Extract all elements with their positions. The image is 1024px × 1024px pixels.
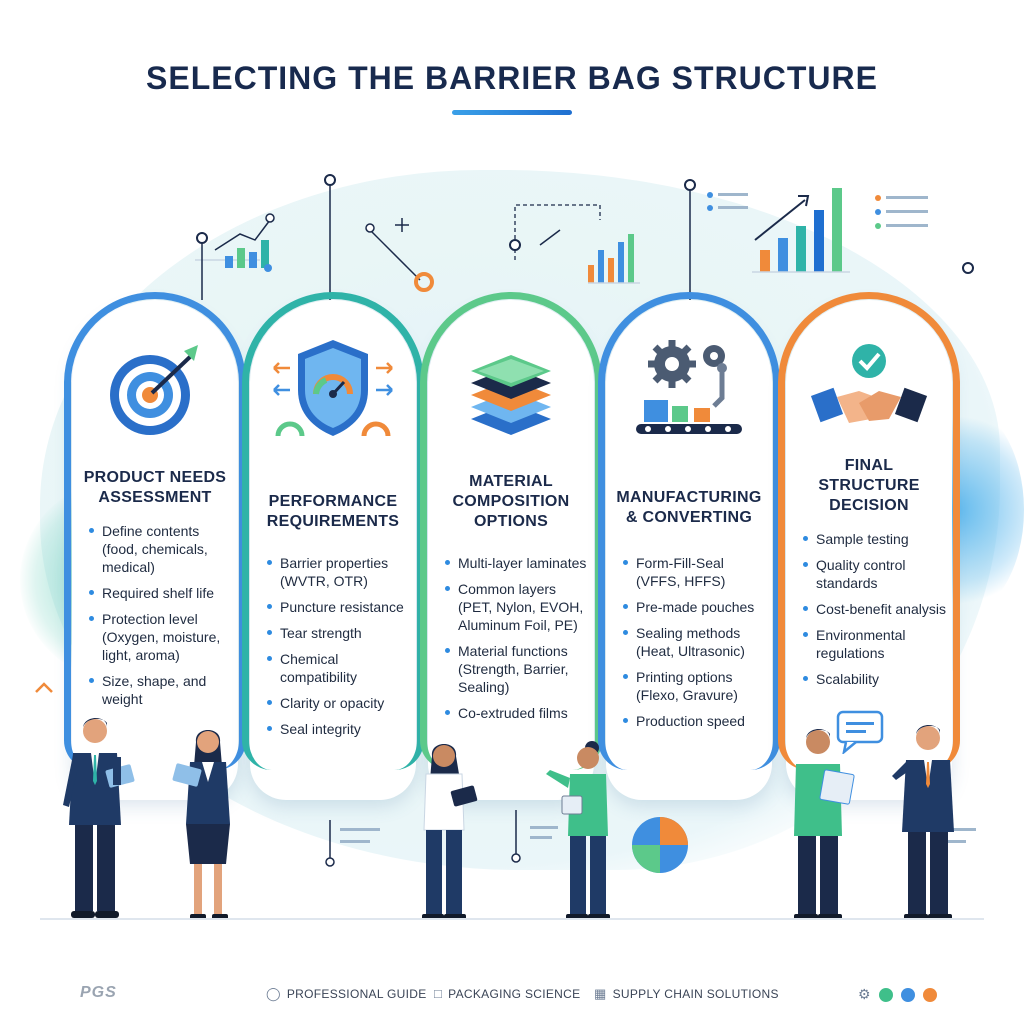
title-underline bbox=[452, 110, 572, 115]
handshake-check-icon bbox=[786, 318, 952, 458]
column-item-list: Form-Fill-Seal (VFFS, HFFS) Pre-made pou… bbox=[622, 554, 768, 738]
column-heading: FINAL STRUCTURE DECISION bbox=[818, 457, 920, 514]
globe-icon: ◯ bbox=[266, 986, 281, 1001]
decorative-network-graphics bbox=[195, 174, 974, 300]
list-item: Printing options (Flexo, Gravure) bbox=[622, 668, 768, 704]
list-item: Chemical compatibility bbox=[266, 650, 412, 686]
woman-with-tablet-figure bbox=[422, 744, 478, 920]
footer: PGS ◯ PROFESSIONAL GUIDE □ PACKAGING SCI… bbox=[0, 980, 1024, 1010]
pie-chart-icon bbox=[632, 817, 688, 873]
layers-icon bbox=[428, 318, 594, 458]
speech-bubble-icon bbox=[836, 710, 884, 754]
check-badge-icon bbox=[852, 344, 886, 378]
list-item: Define contents (food, chemicals, medica… bbox=[88, 522, 234, 576]
list-item: Barrier properties (WVTR, OTR) bbox=[266, 554, 412, 590]
column-item-list: Sample testing Quality control standards… bbox=[802, 530, 948, 696]
color-dot bbox=[900, 987, 915, 1002]
column-heading: MATERIAL COMPOSITION OPTIONS bbox=[452, 473, 570, 530]
footer-item-supply-chain: ▦ SUPPLY CHAIN SOLUTIONS bbox=[594, 986, 779, 1001]
decorative-side-graphics bbox=[35, 682, 976, 873]
list-lines-icon-far-right bbox=[875, 195, 928, 229]
businesswoman-with-tablet-figure bbox=[172, 730, 230, 920]
column-heading: PRODUCT NEEDS ASSESSMENT bbox=[83, 469, 227, 506]
list-item: Cost-benefit analysis bbox=[802, 600, 948, 618]
bar-chart-icon-left bbox=[195, 213, 275, 268]
column-item-list: Barrier properties (WVTR, OTR) Puncture … bbox=[266, 554, 412, 746]
list-item: Environmental regulations bbox=[802, 626, 948, 662]
gear-icon bbox=[648, 340, 696, 388]
factory-gears-icon bbox=[606, 318, 772, 458]
color-dot bbox=[922, 987, 937, 1002]
list-lines-icon-bottom-center bbox=[530, 826, 558, 839]
color-dot bbox=[878, 987, 893, 1002]
ground-line bbox=[40, 918, 984, 920]
page-title: SELECTING THE BARRIER BAG STRUCTURE bbox=[146, 60, 878, 96]
list-item: Co-extruded films bbox=[444, 704, 590, 722]
list-item: Protection level (Oxygen, moisture, ligh… bbox=[88, 610, 234, 664]
network-icon: ▦ bbox=[594, 986, 607, 1001]
list-lines-icon-right bbox=[707, 192, 748, 211]
businessman-gesturing-figure bbox=[892, 725, 954, 920]
list-item: Scalability bbox=[802, 670, 948, 688]
brand-logo: PGS bbox=[80, 984, 117, 1001]
column-heading: MANUFACTURING & CONVERTING bbox=[616, 489, 762, 526]
list-item: Production speed bbox=[622, 712, 768, 730]
column-item-list: Define contents (food, chemicals, medica… bbox=[88, 522, 234, 716]
list-item: Size, shape, and weight bbox=[88, 672, 234, 708]
list-lines-icon-bottom-left bbox=[340, 828, 380, 843]
column-heading: PERFORMANCE REQUIREMENTS bbox=[266, 493, 400, 530]
woman-presenting-figure bbox=[546, 741, 610, 920]
footer-item-professional-guide: ◯ PROFESSIONAL GUIDE bbox=[266, 986, 427, 1001]
column-item-list: Multi-layer laminates Common layers (PET… bbox=[444, 554, 590, 730]
list-item: Common layers (PET, Nylon, EVOH, Aluminu… bbox=[444, 580, 590, 634]
box-icon: □ bbox=[434, 986, 443, 1001]
list-item: Sample testing bbox=[802, 530, 948, 548]
list-item: Tear strength bbox=[266, 624, 412, 642]
target-icon bbox=[72, 318, 238, 458]
list-item: Seal integrity bbox=[266, 720, 412, 738]
list-item: Puncture resistance bbox=[266, 598, 412, 616]
list-item: Quality control standards bbox=[802, 556, 948, 592]
list-lines-icon-bottom-right bbox=[940, 828, 976, 843]
list-item: Pre-made pouches bbox=[622, 598, 768, 616]
footer-item-packaging-science: □ PACKAGING SCIENCE bbox=[434, 986, 581, 1001]
list-item: Multi-layer laminates bbox=[444, 554, 590, 572]
list-item: Required shelf life bbox=[88, 584, 234, 602]
list-item: Sealing methods (Heat, Ultrasonic) bbox=[622, 624, 768, 660]
list-item: Material functions (Strength, Barrier, S… bbox=[444, 642, 590, 696]
step-column-performance: PERFORMANCE REQUIREMENTS Barrier propert… bbox=[242, 292, 424, 800]
list-item: Form-Fill-Seal (VFFS, HFFS) bbox=[622, 554, 768, 590]
businessman-with-tablet-figure bbox=[63, 718, 135, 918]
gear-icon: ⚙ bbox=[858, 986, 871, 1002]
footer-color-dots: ⚙ bbox=[858, 986, 937, 1003]
shield-gauge-icon bbox=[250, 318, 416, 458]
list-item: Clarity or opacity bbox=[266, 694, 412, 712]
